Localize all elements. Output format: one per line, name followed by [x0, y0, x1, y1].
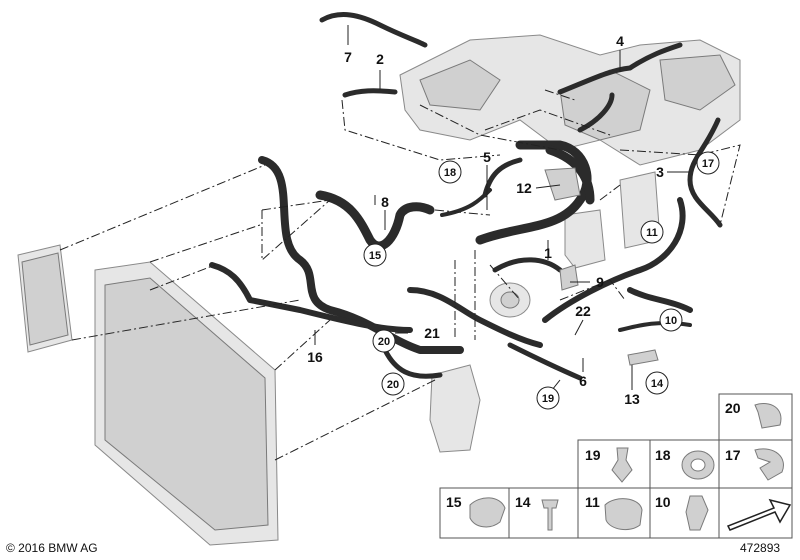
callout-1: 1	[544, 245, 552, 261]
callout-17: 17	[702, 158, 714, 170]
legend-label-14: 14	[515, 494, 531, 510]
document-number: 472893	[740, 541, 781, 555]
callout-20-upper: 20	[378, 336, 390, 348]
callout-7: 7	[344, 49, 352, 65]
assembly-lines	[59, 89, 741, 461]
callout-12: 12	[516, 180, 532, 196]
lower-coolant-tank	[429, 364, 481, 453]
callout-3: 3	[656, 164, 664, 180]
legend-label-19: 19	[585, 447, 601, 463]
small-auxiliary-radiator	[17, 244, 73, 353]
copyright-text: © 2016 BMW AG	[6, 541, 98, 555]
legend-label-17: 17	[725, 447, 741, 463]
callout-14: 14	[651, 378, 664, 390]
hose-clamp-15-icon	[469, 497, 506, 528]
water-pump	[489, 282, 531, 318]
callout-20-lower: 20	[387, 379, 399, 391]
callout-21: 21	[424, 325, 440, 341]
legend-label-10: 10	[655, 494, 671, 510]
main-radiator	[94, 261, 279, 546]
connector-9	[559, 264, 579, 291]
clamp-20-icon	[754, 403, 782, 429]
direction-arrow-icon	[726, 498, 792, 531]
callout-15: 15	[369, 250, 381, 262]
legend-label-20: 20	[725, 400, 741, 416]
callout-19: 19	[542, 393, 554, 405]
callout-10: 10	[665, 315, 677, 327]
spring-clamp-11-icon	[604, 498, 643, 531]
engine-block	[399, 34, 741, 166]
callout-22: 22	[575, 303, 591, 319]
leader-lines	[314, 25, 690, 396]
hose-clip-17-icon	[754, 448, 784, 481]
callout-13: 13	[624, 391, 640, 407]
callout-6: 6	[579, 373, 587, 389]
callout-2: 2	[376, 51, 384, 67]
legend-label-11: 11	[585, 494, 600, 510]
callout-9: 9	[596, 274, 604, 290]
callout-8: 8	[381, 194, 389, 210]
legend-label-15: 15	[446, 494, 462, 510]
screw-14-icon	[541, 499, 559, 531]
callout-5: 5	[483, 149, 491, 165]
bracket-12	[544, 167, 581, 201]
circled-callouts	[363, 151, 720, 410]
callout-11: 11	[646, 227, 658, 239]
legend-label-18: 18	[655, 447, 671, 463]
parts-legend: 20 19 18 17 15 14 11 10	[439, 393, 793, 539]
clip-19-icon	[611, 447, 633, 483]
callout-4: 4	[616, 33, 624, 49]
clip-13	[627, 349, 659, 366]
callout-16: 16	[307, 349, 323, 365]
callout-labels: 7 2 4 3 5 8 12 1 9 22 21 16 6 13 18 17 1…	[307, 33, 714, 407]
expansion-tank	[564, 171, 661, 269]
clip-10-icon	[685, 495, 709, 531]
callout-18: 18	[444, 167, 456, 179]
